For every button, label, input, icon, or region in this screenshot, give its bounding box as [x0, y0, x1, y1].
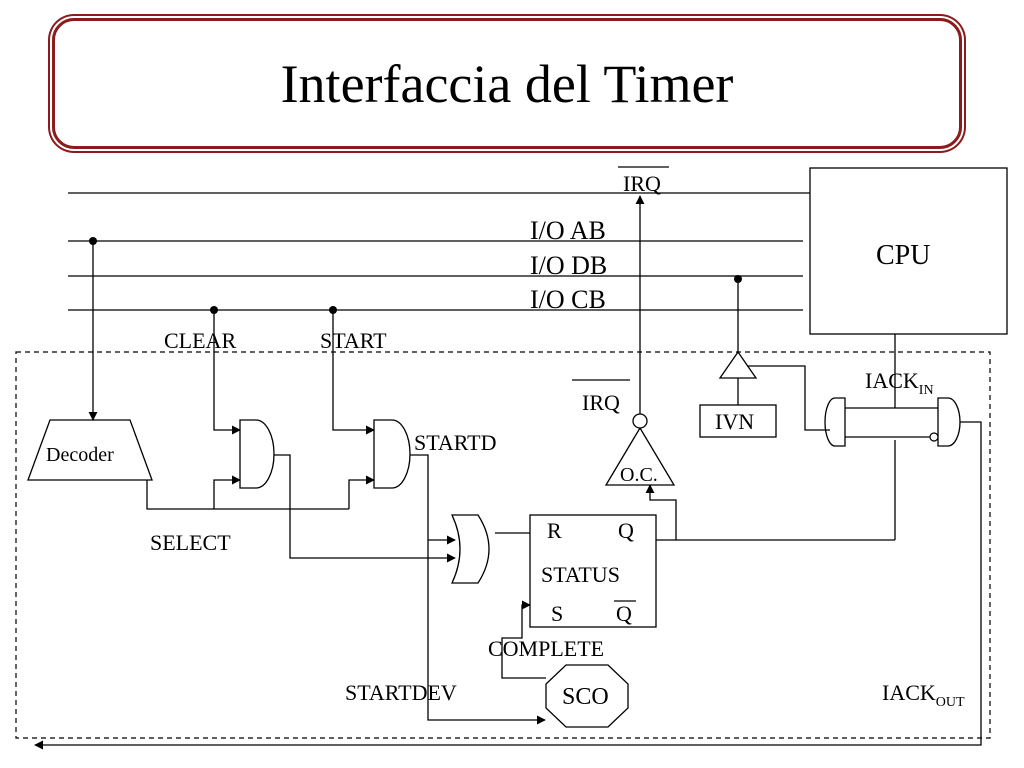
or-gate: [450, 514, 490, 584]
and-gate-clear: [239, 419, 275, 489]
q-to-oc-wire: [645, 484, 677, 540]
clear-wire: [213, 310, 241, 435]
startd-label: STARTD: [414, 430, 496, 455]
sco-octagon: [545, 664, 629, 728]
clear-label: CLEAR: [164, 328, 236, 353]
iack-in-sub: IN: [919, 383, 934, 398]
io-db-label: I/O DB: [530, 251, 607, 280]
iack-out-label: IACKOUT: [882, 680, 965, 710]
iack-and-gate-left: [824, 397, 846, 447]
iack-out-wire: [34, 421, 982, 750]
iack-and-gate-right: [937, 397, 961, 447]
oc-label: O.C.: [620, 464, 658, 486]
ivn-label: IVN: [715, 409, 754, 434]
io-cb-label: I/O CB: [530, 285, 606, 314]
select-label: SELECT: [150, 530, 231, 555]
select-to-and2-wire: [348, 475, 375, 509]
inverter-bubble: [632, 413, 648, 429]
decoder-label: Decoder: [46, 444, 114, 466]
open-collector-buffer: [604, 426, 676, 486]
status-qbar-label: Q: [616, 601, 632, 626]
sco-label: SCO: [562, 684, 609, 710]
status-flipflop: [529, 514, 657, 628]
start-wire: [332, 310, 375, 435]
and-gate-start: [373, 419, 411, 489]
iack-inverter-bubble: [929, 432, 939, 442]
title-banner: Interfaccia del Timer: [52, 18, 962, 149]
and1-to-or-wire: [274, 454, 456, 563]
tristate-buffer: [718, 350, 758, 379]
cpu-label: CPU: [876, 240, 930, 271]
startdev-label: STARTDEV: [345, 680, 457, 705]
iack-in-main: IACK: [865, 368, 919, 393]
status-r-label: R: [547, 518, 562, 543]
select-wire: [146, 480, 349, 510]
status-s-label: S: [551, 601, 563, 626]
status-q-label: Q: [618, 518, 634, 543]
buffer-enable-wire: [747, 365, 830, 431]
interface-boundary: [15, 351, 991, 739]
io-ab-label: I/O AB: [530, 216, 606, 245]
iack-out-sub: OUT: [936, 695, 965, 710]
decoder-block: [27, 419, 153, 481]
startdev-wire: [427, 540, 546, 725]
status-name-label: STATUS: [541, 562, 620, 587]
irq-inner-label: IRQ: [582, 390, 620, 415]
page-title: Interfaccia del Timer: [280, 53, 734, 114]
start-label: START: [320, 328, 387, 353]
complete-label: COMPLETE: [488, 636, 604, 661]
irq-top-label: IRQ: [623, 171, 661, 196]
iack-in-label: IACKIN: [865, 368, 934, 398]
complete-wire: [501, 600, 546, 679]
cpu-box: [809, 167, 1008, 335]
startd-to-or-wire: [410, 454, 456, 545]
iack-out-main: IACK: [882, 680, 936, 705]
select-to-and1-wire: [213, 475, 241, 509]
